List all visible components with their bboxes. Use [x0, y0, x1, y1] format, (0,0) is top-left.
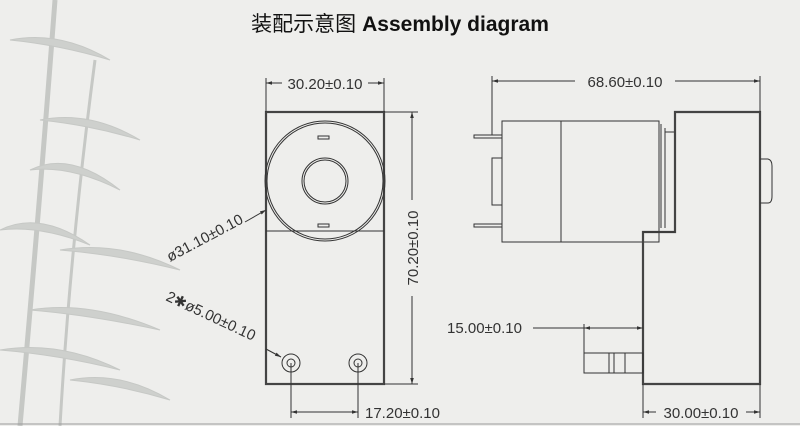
- nozzle-dimension: 15.00±0.10: [447, 320, 522, 337]
- terminal-pin-bottom: [473, 223, 503, 228]
- pump-head-circle: [264, 120, 386, 242]
- motor-body: [560, 120, 660, 243]
- height-dimension: 70.20±0.10: [405, 211, 422, 286]
- circle-diameter-dimension: ø31.10±0.10: [164, 211, 246, 266]
- inlet-circle: [301, 157, 349, 205]
- terminal-pin-top: [473, 134, 503, 139]
- housing-width-dimension: 30.00±0.10: [664, 405, 739, 422]
- length-dimension: 68.60±0.10: [588, 74, 663, 91]
- motor-end-cap: [501, 120, 562, 243]
- outlet-knob: [760, 158, 773, 204]
- front-view: 30.20±0.10 70.20±0.10 17.20±0.10 ø31.10±…: [163, 76, 440, 422]
- hole-spacing-dimension: 17.20±0.10: [365, 405, 440, 422]
- title-english: Assembly diagram: [362, 13, 549, 36]
- bamboo-background: [0, 0, 181, 426]
- side-view: 68.60±0.10 15.00±0.10 30.00±0.10: [447, 74, 773, 422]
- title-chinese: 装配示意图: [251, 13, 357, 36]
- width-dimension: 30.20±0.10: [288, 76, 363, 93]
- front-plate: [264, 110, 386, 386]
- hole-diameter-dimension: 2✱ø5.00±0.10: [163, 288, 258, 344]
